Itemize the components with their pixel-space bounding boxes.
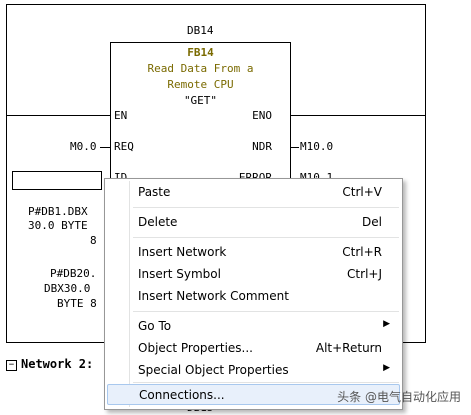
menu-item-label: Object Properties... bbox=[138, 341, 253, 355]
menu-item-label: Go To bbox=[138, 319, 172, 333]
fb-description-2: Remote CPU bbox=[167, 78, 234, 91]
network-2-header[interactable]: −Network 2: bbox=[6, 357, 93, 371]
addr1-line2: 30.0 BYTE bbox=[28, 219, 88, 232]
addr1-line1: P#DB1.DBX bbox=[28, 205, 88, 218]
menu-item-label: Delete bbox=[138, 215, 178, 229]
fb-call-name: "GET" bbox=[183, 94, 218, 107]
context-menu: Paste Ctrl+V Delete Del Insert Network C… bbox=[104, 178, 403, 410]
req-wire bbox=[100, 147, 110, 148]
pin-eno: ENO bbox=[252, 109, 272, 122]
fb-description-1: Read Data From a bbox=[147, 62, 254, 75]
menu-item-insert-network[interactable]: Insert Network Ctrl+R bbox=[107, 242, 400, 263]
menu-item-label: Insert Symbol bbox=[138, 267, 221, 281]
menu-separator bbox=[133, 237, 399, 238]
pin-ndr: NDR bbox=[252, 140, 272, 153]
id-operand-input[interactable] bbox=[12, 171, 102, 190]
req-operand[interactable]: M0.0 bbox=[70, 140, 97, 153]
menu-item-paste[interactable]: Paste Ctrl+V bbox=[107, 182, 400, 203]
menu-item-connections[interactable]: Connections... bbox=[107, 384, 400, 405]
addr2-line3: BYTE 8 bbox=[57, 297, 97, 310]
menu-item-shortcut: Ctrl+R bbox=[342, 245, 382, 259]
menu-item-shortcut: Ctrl+V bbox=[342, 185, 382, 199]
menu-item-shortcut: Ctrl+J bbox=[347, 267, 382, 281]
menu-item-label: Connections... bbox=[139, 388, 225, 402]
menu-separator bbox=[133, 311, 399, 312]
menu-item-insert-network-comment[interactable]: Insert Network Comment bbox=[107, 286, 400, 307]
en-rung-line bbox=[7, 115, 110, 116]
submenu-arrow-icon: ▶ bbox=[383, 363, 390, 373]
fb-block[interactable]: FB14 Read Data From a Remote CPU "GET" E… bbox=[110, 42, 291, 192]
menu-item-label: Insert Network bbox=[138, 245, 227, 259]
menu-item-special-object-properties[interactable]: Special Object Properties ▶ bbox=[107, 360, 400, 381]
instance-db-label: DB14 bbox=[187, 24, 214, 37]
collapse-icon[interactable]: − bbox=[6, 360, 17, 371]
fb-name: FB14 bbox=[187, 46, 214, 59]
menu-item-shortcut: Alt+Return bbox=[315, 341, 382, 355]
menu-item-insert-symbol[interactable]: Insert Symbol Ctrl+J bbox=[107, 264, 400, 285]
menu-item-shortcut: Del bbox=[362, 215, 382, 229]
network-2-title: Network 2: bbox=[21, 357, 94, 371]
ndr-wire bbox=[291, 147, 299, 148]
menu-item-go-to[interactable]: Go To ▶ bbox=[107, 316, 400, 337]
addr1-line3: 8 bbox=[90, 234, 97, 247]
eno-rung-line bbox=[291, 115, 426, 116]
pin-req: REQ bbox=[114, 140, 134, 153]
addr2-line1: P#DB20. bbox=[50, 267, 97, 280]
menu-item-label: Insert Network Comment bbox=[138, 289, 289, 303]
menu-item-label: Special Object Properties bbox=[138, 363, 289, 377]
menu-separator bbox=[133, 207, 399, 208]
pin-en: EN bbox=[114, 109, 128, 122]
menu-item-delete[interactable]: Delete Del bbox=[107, 212, 400, 233]
menu-item-label: Paste bbox=[138, 185, 171, 199]
watermark: 头条 @电气自动化应用 bbox=[337, 390, 461, 404]
menu-separator bbox=[133, 382, 399, 383]
ndr-operand[interactable]: M10.0 bbox=[300, 140, 334, 153]
submenu-arrow-icon: ▶ bbox=[383, 319, 390, 329]
menu-gutter bbox=[129, 181, 130, 407]
menu-item-object-properties[interactable]: Object Properties... Alt+Return bbox=[107, 338, 400, 359]
addr2-line2: DBX30.0 bbox=[44, 282, 91, 295]
